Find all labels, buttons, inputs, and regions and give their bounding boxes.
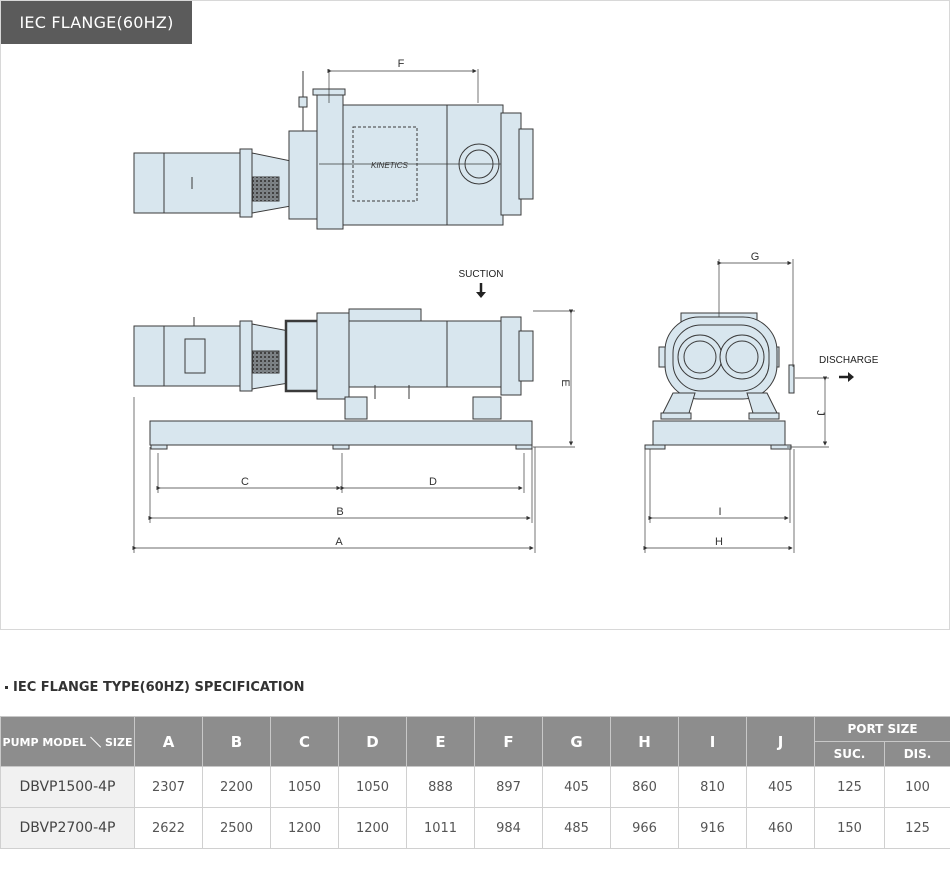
dim-label-f: F <box>398 58 405 70</box>
cell-d: 1050 <box>338 766 407 808</box>
cell-suc: 125 <box>814 766 885 808</box>
dim-label-g: G <box>751 251 760 263</box>
dim-label-d: D <box>429 476 437 488</box>
header-e: E <box>406 716 475 767</box>
header-g: G <box>542 716 611 767</box>
header-d: D <box>338 716 407 767</box>
header-port-size: PORT SIZE <box>813 716 950 742</box>
header-c: C <box>270 716 339 767</box>
header-suc: SUC. <box>814 741 885 767</box>
cell-suc: 150 <box>814 807 885 849</box>
cell-h: 966 <box>610 807 679 849</box>
cell-c: 1200 <box>270 807 339 849</box>
header-h: H <box>610 716 679 767</box>
cell-a: 2622 <box>134 807 203 849</box>
spec-table: PUMP MODEL ＼ SIZE A B C D E F G H I J PO… <box>0 716 950 849</box>
header-a: A <box>134 716 203 767</box>
dim-label-j: J <box>814 410 826 416</box>
side-view: DISCHARGE G J I H <box>643 251 879 553</box>
suction-label: SUCTION <box>459 269 504 280</box>
pump-dimension-drawing: KINETICS F <box>132 58 879 553</box>
bullet-icon <box>5 686 8 689</box>
cell-j: 405 <box>746 766 815 808</box>
cell-dis: 125 <box>883 807 950 849</box>
header-dis: DIS. <box>883 741 950 767</box>
top-view: KINETICS F <box>133 58 534 230</box>
cell-f: 984 <box>474 807 543 849</box>
cell-c: 1050 <box>270 766 339 808</box>
cell-e: 1011 <box>406 807 475 849</box>
cell-a: 2307 <box>134 766 203 808</box>
cell-h: 860 <box>610 766 679 808</box>
header-model: PUMP MODEL ＼ SIZE <box>0 716 135 767</box>
cell-f: 897 <box>474 766 543 808</box>
spec-title-text: IEC FLANGE TYPE(60HZ) SPECIFICATION <box>13 680 305 695</box>
cell-dis: 100 <box>883 766 950 808</box>
table-row: DBVP1500-4P 2307 2200 1050 1050 888 897 … <box>0 766 950 808</box>
cell-d: 1200 <box>338 807 407 849</box>
dim-label-c: C <box>241 476 249 488</box>
discharge-label: DISCHARGE <box>819 355 879 366</box>
cell-j: 460 <box>746 807 815 849</box>
cell-e: 888 <box>406 766 475 808</box>
dim-label-e: E <box>559 379 571 386</box>
dim-label-a: A <box>335 536 343 548</box>
front-view: SUCTION E C D B A <box>132 269 575 553</box>
header-i: I <box>678 716 747 767</box>
spec-section-title: IEC FLANGE TYPE(60HZ) SPECIFICATION <box>5 680 305 695</box>
cell-i: 916 <box>678 807 747 849</box>
cell-g: 485 <box>542 807 611 849</box>
header-f: F <box>474 716 543 767</box>
svg-text:KINETICS: KINETICS <box>371 161 409 170</box>
cell-b: 2500 <box>202 807 271 849</box>
drawing-panel: IEC FLANGE(60HZ) <box>0 0 950 630</box>
dim-label-b: B <box>336 506 343 518</box>
header-b: B <box>202 716 271 767</box>
drawing-tab-title: IEC FLANGE(60HZ) <box>1 1 192 44</box>
cell-model: DBVP1500-4P <box>0 766 135 808</box>
cell-model: DBVP2700-4P <box>0 807 135 849</box>
cell-i: 810 <box>678 766 747 808</box>
cell-g: 405 <box>542 766 611 808</box>
dim-label-h: H <box>715 536 723 548</box>
cell-b: 2200 <box>202 766 271 808</box>
table-row: DBVP2700-4P 2622 2500 1200 1200 1011 984… <box>0 807 950 849</box>
dim-label-i: I <box>718 506 721 518</box>
header-j: J <box>746 716 815 767</box>
